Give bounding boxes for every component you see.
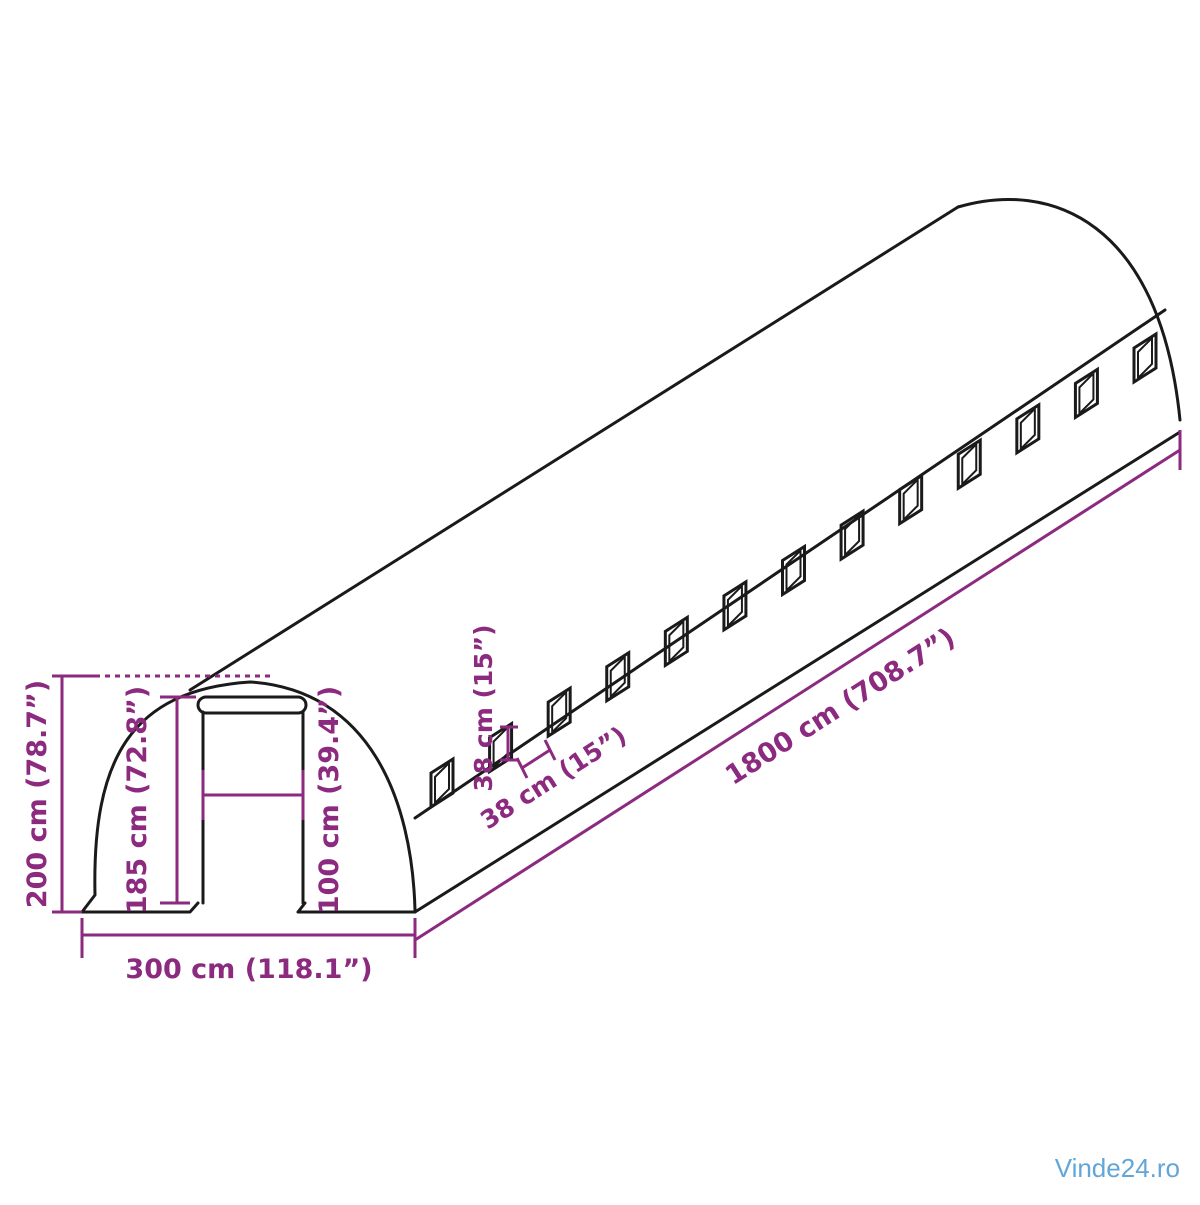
- dim-tick-window-width-left: [515, 757, 529, 779]
- label-height-door: 185 cm (72.8”): [122, 686, 153, 914]
- side-window: [1132, 331, 1158, 385]
- dim-line-window-width: [521, 748, 551, 770]
- side-window: [605, 650, 631, 704]
- side-window: [429, 756, 455, 810]
- side-window-inner: [434, 760, 450, 806]
- side-window: [663, 614, 689, 669]
- ground-right: [296, 901, 417, 914]
- side-wall-top-edge: [413, 308, 1167, 820]
- back-arch: [956, 198, 1182, 422]
- front-arch: [80, 680, 417, 914]
- side-window: [722, 579, 748, 633]
- label-door-width: 100 cm (39.4”): [314, 686, 345, 914]
- side-window-inner: [1137, 335, 1153, 381]
- side-window-inner: [609, 654, 626, 700]
- side-window: [898, 472, 924, 527]
- dim-tick-window-width-right: [543, 739, 557, 761]
- side-window: [546, 685, 572, 739]
- side-window-inner: [726, 583, 743, 629]
- side-window: [781, 543, 806, 598]
- label-window-height: 38 cm (15”): [469, 624, 498, 791]
- side-window: [1073, 366, 1099, 421]
- door-roll: [196, 695, 308, 715]
- dim-line-length-total: [414, 448, 1181, 942]
- label-length-total: 1800 cm (708.7”): [720, 622, 961, 791]
- side-window-inner: [551, 689, 568, 735]
- side-window-inner: [961, 441, 978, 487]
- watermark-text: Vinde24.ro: [1054, 1153, 1180, 1183]
- side-window-inner: [902, 477, 919, 523]
- side-window: [956, 437, 982, 491]
- roof-ridge-line: [188, 205, 960, 692]
- side-window-inner: [1019, 406, 1036, 452]
- side-window-inner: [668, 618, 685, 664]
- label-height-total: 200 cm (78.7”): [22, 680, 53, 908]
- ground-left: [80, 901, 200, 914]
- side-window: [839, 508, 865, 562]
- side-window-inner: [844, 512, 861, 558]
- label-width-total: 300 cm (118.1”): [125, 954, 372, 985]
- side-window-inner: [785, 548, 802, 593]
- side-wall-bottom-edge: [413, 430, 1182, 914]
- side-window: [1015, 402, 1041, 456]
- side-window-inner: [1078, 371, 1095, 416]
- side-windows: [429, 331, 1158, 810]
